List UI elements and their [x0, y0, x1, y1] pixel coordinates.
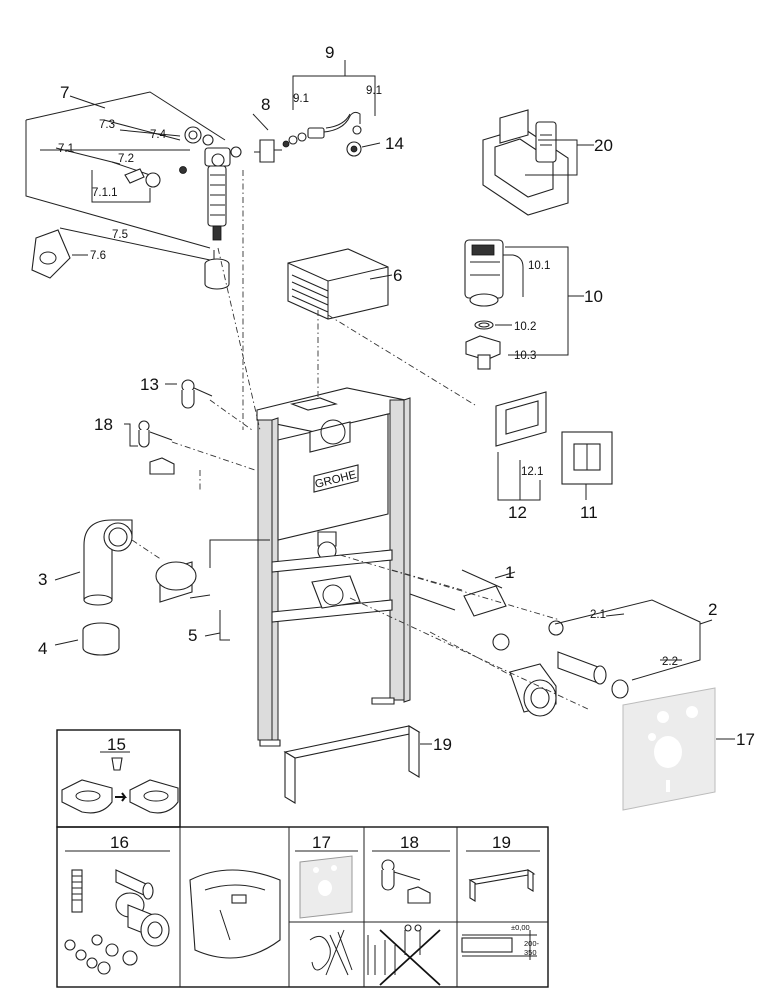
label-7-2: 7.2 — [118, 153, 134, 165]
label-2-1: 2.1 — [590, 609, 606, 621]
label-2: 2 — [708, 600, 717, 619]
installation-frame: GROHE — [204, 387, 411, 747]
label-10-2: 10.2 — [514, 321, 536, 333]
panel-15: 15 — [56, 729, 181, 828]
part-cistern-6 — [287, 248, 393, 320]
callout-labels: 7 7.3 7.4 7.1 7.2 7.1.1 7.5 7.6 8 9 9.1 … — [38, 43, 755, 754]
part-group-7 — [25, 91, 242, 290]
label-20: 20 — [594, 136, 613, 155]
label-7-1-1: 7.1.1 — [92, 187, 118, 199]
label-13: 13 — [140, 375, 159, 394]
part-19-stand — [283, 725, 432, 804]
label-8: 8 — [261, 95, 270, 114]
label-9: 9 — [325, 43, 334, 62]
dim-zero: ±0,00 — [511, 923, 530, 932]
label-2-2: 2.2 — [662, 656, 678, 668]
pipe-icon — [71, 869, 83, 913]
ear-icon — [309, 935, 331, 971]
label-14: 14 — [385, 134, 404, 153]
assembly-guides — [131, 170, 591, 711]
label-10-3: 10.3 — [514, 350, 536, 362]
wc-pan-after-icon — [129, 779, 179, 814]
wc-pan-before-icon — [61, 779, 113, 814]
panel-17-title: 17 — [312, 833, 331, 852]
label-7-4: 7.4 — [150, 129, 167, 141]
label-1: 1 — [505, 563, 514, 582]
fixing-bag-icon — [31, 229, 71, 279]
label-7-5: 7.5 — [112, 229, 128, 241]
label-11: 11 — [580, 503, 598, 522]
label-4: 4 — [38, 639, 47, 658]
label-7-1: 7.1 — [58, 143, 74, 155]
part-group-8-9-14 — [252, 60, 381, 163]
label-7-6: 7.6 — [90, 250, 106, 262]
part-group-3-4 — [54, 519, 270, 656]
not-allowed-icon — [379, 929, 441, 986]
label-19: 19 — [433, 735, 452, 754]
seal-icon — [111, 757, 123, 771]
label-7-3: 7.3 — [99, 119, 115, 131]
part-group-1-2 — [409, 391, 735, 811]
dim-range-a: 200- — [524, 939, 540, 948]
arrow-icon — [115, 792, 127, 802]
part-group-10 — [464, 239, 584, 370]
panel-19-title: 19 — [492, 833, 511, 852]
part-group-20 — [482, 109, 594, 216]
label-10-1: 10.1 — [528, 260, 550, 272]
bottom-panels: 16 17 18 — [56, 826, 549, 988]
panel-18-title: 18 — [400, 833, 419, 852]
label-6: 6 — [393, 266, 402, 285]
label-17: 17 — [736, 730, 755, 749]
stand-icon — [468, 869, 536, 885]
wc-install-icon — [189, 869, 281, 959]
label-12-1: 12.1 — [521, 466, 543, 478]
label-12: 12 — [508, 503, 527, 522]
part-group-13-18 — [124, 379, 213, 475]
label-9-1-right: 9.1 — [366, 85, 382, 97]
dim-range-b: 350 — [524, 948, 537, 957]
panel-15-title: 15 — [107, 735, 126, 754]
label-18: 18 — [94, 415, 113, 434]
label-7: 7 — [60, 83, 69, 102]
label-3: 3 — [38, 570, 47, 589]
panel-16-title: 16 — [110, 833, 129, 852]
label-10: 10 — [584, 287, 603, 306]
label-5: 5 — [188, 626, 197, 645]
label-9-1-left: 9.1 — [293, 93, 309, 105]
